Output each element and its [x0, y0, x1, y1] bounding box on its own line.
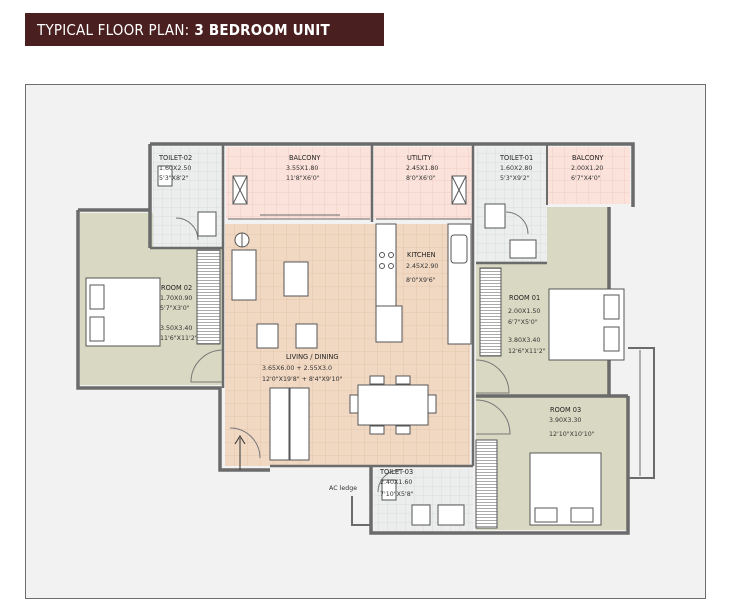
balcony-2-dim-metric: 2.00X1.20 [571, 165, 603, 172]
title-unit: 3 BEDROOM UNIT [194, 20, 330, 39]
toilet-01-dim-imperial: 5'3"X9'2" [500, 175, 530, 182]
balcony-2-dim-imperial: 6'7"X4'0" [571, 175, 601, 182]
utility-dim-metric: 2.45X1.80 [406, 165, 438, 172]
doors [175, 211, 529, 493]
balcony-2-name: BALCONY [572, 154, 604, 162]
kitchen-dim-metric: 2.45X2.90 [406, 263, 438, 270]
room-02-dim4: 11'6"X11'2" [160, 335, 198, 342]
room-01-dim3: 3.80X3.40 [508, 337, 540, 344]
room-02-name: ROOM 02 [161, 284, 192, 292]
ac-ledge [351, 496, 371, 526]
beds [85, 277, 625, 526]
toilet-01-name: TOILET-01 [499, 154, 533, 162]
living-dining-name: LIVING / DINING [286, 353, 338, 361]
kitchen-name: KITCHEN [407, 251, 436, 259]
toilet-03-dim-metric: 2.40X1.60 [380, 479, 412, 486]
living-dining-dim-metric: 3.65X6.00 + 2.55X3.0 [262, 365, 332, 372]
entrance-arrow-icon [234, 435, 246, 470]
balcony-1-dim-imperial: 11'8"X6'0" [286, 175, 320, 182]
kitchen-dim-imperial: 8'0"X9'6" [406, 277, 436, 284]
room-02-dim1: 1.70X0.90 [160, 295, 192, 302]
toilet-03-dim-imperial: 7'10"X5'8" [380, 491, 414, 498]
toilet-03-name: TOILET-03 [379, 468, 413, 476]
toilet-fixtures [157, 165, 537, 526]
utility-dim-imperial: 8'0"X6'0" [406, 175, 436, 182]
living-dining-dim-imperial: 12'0"X19'8" + 8'4"X9'10" [262, 376, 343, 383]
toilet-01-dim-metric: 1.60X2.80 [500, 165, 532, 172]
walls [76, 142, 635, 535]
kitchen-counter [375, 223, 472, 345]
room-02-dim3: 3.50X3.40 [160, 325, 192, 332]
room-01-dim4: 12'6"X11'2" [508, 348, 546, 355]
ac-ledge-label: AC ledge [329, 485, 357, 492]
balcony-1-name: BALCONY [289, 154, 321, 162]
balcony-railings [228, 214, 471, 220]
balcony-1-dim-metric: 3.55X1.80 [286, 165, 318, 172]
wardrobes [196, 249, 502, 529]
room-01-dim2: 6'7"X5'0" [508, 319, 538, 326]
room-01-dim1: 2.00X1.50 [508, 308, 540, 315]
floor-plan-title: TYPICAL FLOOR PLAN: 3 BEDROOM UNIT [25, 13, 384, 46]
room-03-dim-metric: 3.90X3.30 [549, 417, 581, 424]
side-balcony-room-01 [628, 347, 655, 479]
room-03-name: ROOM 03 [550, 406, 581, 414]
living-furniture [231, 232, 437, 461]
room-03-dim-imperial: 12'10"X10'10" [549, 431, 595, 438]
room-01-name: ROOM 01 [509, 294, 540, 302]
title-prefix: TYPICAL FLOOR PLAN: [37, 20, 190, 39]
room-02-dim2: 5'7"X3'0" [160, 305, 190, 312]
room-labels: TOILET-02 1.60X2.50 5'3"X8'2" BALCONY 3.… [158, 154, 604, 498]
utility-name: UTILITY [407, 154, 432, 162]
toilet-02-dim-imperial: 5'3"X8'2" [159, 175, 189, 182]
toilet-02-name: TOILET-02 [158, 154, 192, 162]
toilet-02-dim-metric: 1.60X2.50 [159, 165, 191, 172]
